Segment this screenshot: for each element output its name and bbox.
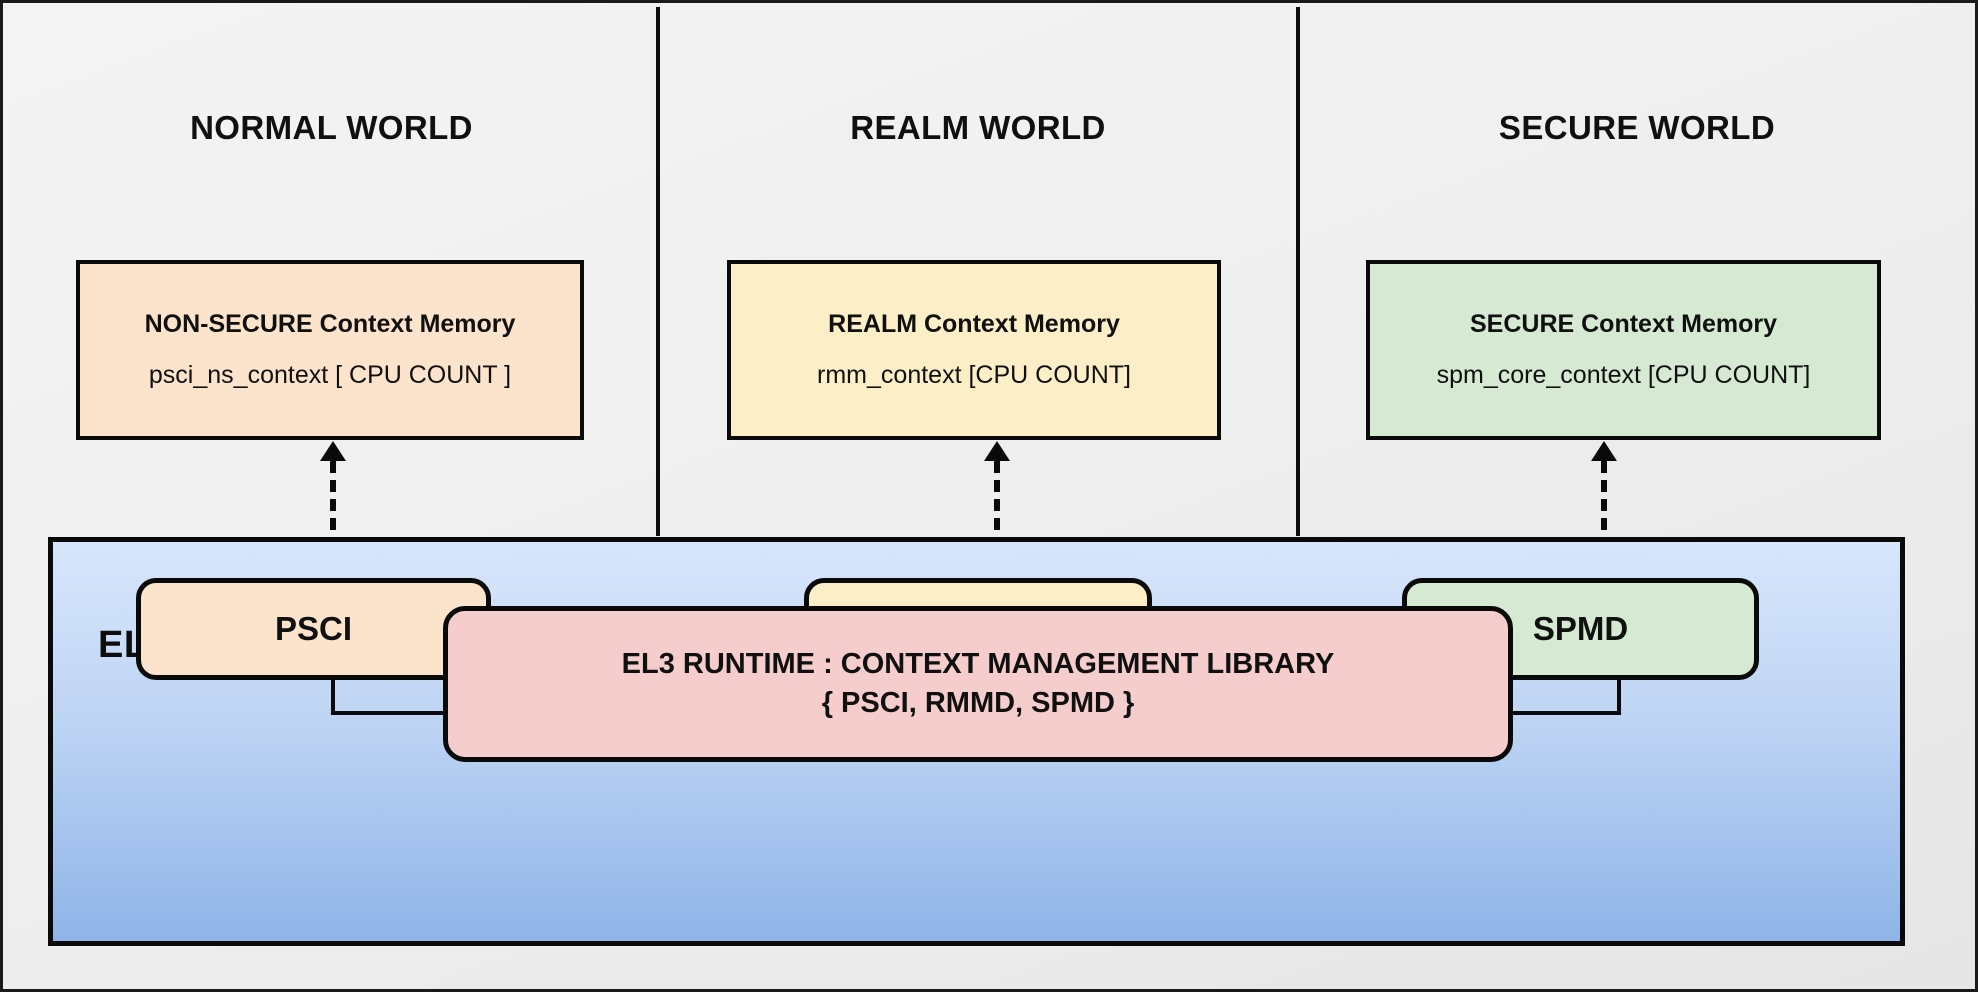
context-memory-symbol-realm: rmm_context [CPU COUNT] xyxy=(817,361,1131,389)
context-memory-symbol-secure: spm_core_context [CPU COUNT] xyxy=(1436,361,1811,389)
connector-stub-psci xyxy=(331,677,335,715)
connector-stub-spmd xyxy=(1617,677,1621,715)
arrow-head-up-icon xyxy=(984,441,1010,461)
dispatcher-box-psci: PSCI xyxy=(136,578,491,680)
context-memory-title-non-secure: NON-SECURE Context Memory xyxy=(144,310,516,338)
runtime-library-title: EL3 RUNTIME : CONTEXT MANAGEMENT LIBRARY xyxy=(621,647,1335,680)
arrow-shaft xyxy=(330,461,336,549)
arrow-shaft xyxy=(994,461,1000,549)
world-title-realm: REALM WORLD xyxy=(850,109,1106,146)
context-memory-title-realm: REALM Context Memory xyxy=(828,310,1120,338)
world-title-secure: SECURE WORLD xyxy=(1498,109,1776,146)
dispatcher-label-spmd: SPMD xyxy=(1532,610,1629,647)
arrow-head-up-icon xyxy=(320,441,346,461)
context-memory-title-secure: SECURE Context Memory xyxy=(1470,310,1777,338)
dispatcher-label-psci: PSCI xyxy=(274,610,353,647)
world-divider-left xyxy=(656,7,660,536)
el3-runtime-library-box: EL3 RUNTIME : CONTEXT MANAGEMENT LIBRARY… xyxy=(443,606,1513,762)
world-panel-normal: NORMAL WORLD xyxy=(7,7,656,536)
world-divider-right xyxy=(1296,7,1300,536)
context-memory-box-realm: REALM Context Memory rmm_context [CPU CO… xyxy=(727,260,1221,440)
arrow-shaft xyxy=(1601,461,1607,549)
world-panel-realm: REALM WORLD xyxy=(660,7,1296,536)
world-panel-secure: SECURE WORLD xyxy=(1300,7,1974,536)
context-memory-box-secure: SECURE Context Memory spm_core_context [… xyxy=(1366,260,1881,440)
context-memory-box-non-secure: NON-SECURE Context Memory psci_ns_contex… xyxy=(76,260,584,440)
world-title-normal: NORMAL WORLD xyxy=(190,109,473,146)
context-memory-symbol-non-secure: psci_ns_context [ CPU COUNT ] xyxy=(148,361,512,389)
arrow-head-up-icon xyxy=(1591,441,1617,461)
el3-panel: EL3 PSCI RMMD SPMD EL3 RUNTIME : CONTEXT… xyxy=(48,537,1905,946)
runtime-library-members: { PSCI, RMMD, SPMD } xyxy=(821,687,1135,719)
